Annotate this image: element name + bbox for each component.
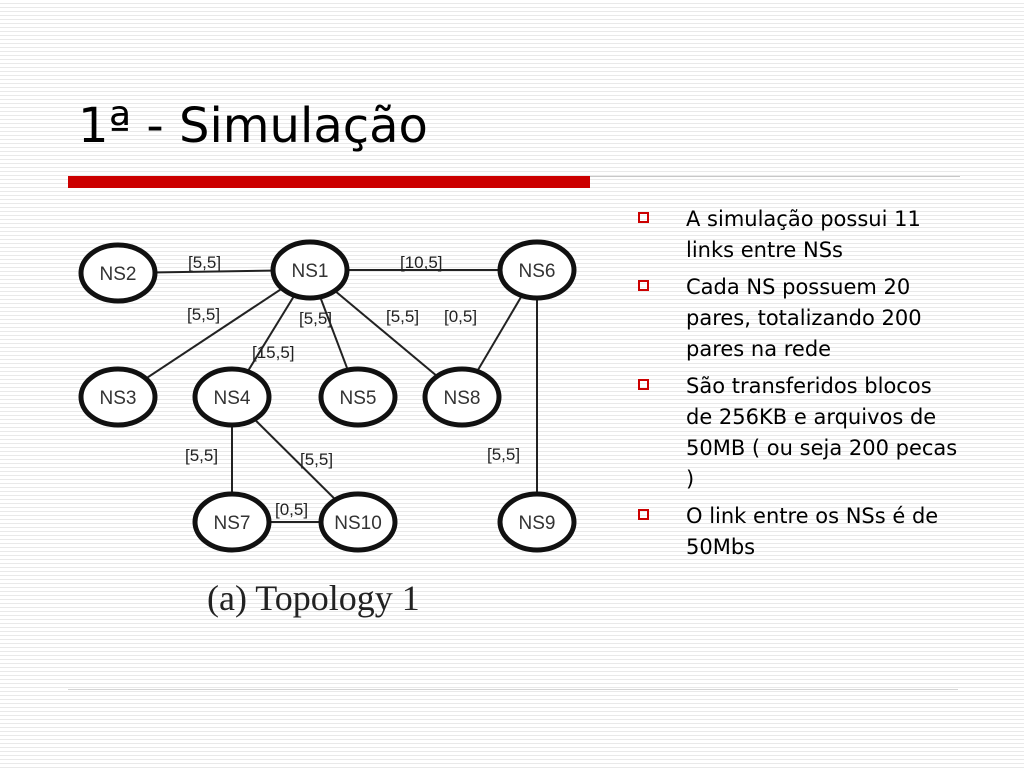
bullet-item: A simulação possui 11 links entre NSs — [632, 204, 962, 266]
diagram-caption: (a) Topology 1 — [207, 578, 420, 618]
link-ns1-ns3 — [117, 269, 311, 398]
title-underline-red — [68, 176, 590, 188]
node-label: NS2 — [100, 264, 137, 285]
bullet-item: São transferidos blocos de 256KB e arqui… — [632, 371, 962, 495]
node-ellipse — [497, 491, 577, 553]
node-ns3: NS3 — [78, 366, 158, 428]
node-ns9: NS9 — [497, 491, 577, 553]
link-label: [15,5] — [252, 343, 295, 362]
node-ellipse — [318, 491, 398, 553]
link-labels-layer: [5,5][10,5][5,5][15,5][5,5][5,5][0,5][5,… — [185, 253, 520, 519]
node-label: NS10 — [334, 513, 382, 534]
node-ns5: NS5 — [318, 366, 398, 428]
node-ns6: NS6 — [497, 239, 577, 301]
node-ellipse — [78, 366, 158, 428]
bullet-list: A simulação possui 11 links entre NSs Ca… — [632, 204, 962, 569]
node-ellipse — [270, 239, 350, 301]
node-ns8: NS8 — [422, 366, 502, 428]
node-label: NS9 — [519, 513, 556, 534]
footer-rule — [68, 689, 958, 690]
link-label: [5,5] — [300, 450, 333, 469]
title-underline-gray — [590, 176, 960, 177]
link-label: [10,5] — [400, 253, 443, 272]
link-label: [5,5] — [188, 253, 221, 272]
node-ellipse — [497, 239, 577, 301]
link-label: [5,5] — [187, 305, 220, 324]
link-label: [5,5] — [185, 446, 218, 465]
node-label: NS7 — [214, 513, 251, 534]
node-ns1: NS1 — [270, 239, 350, 301]
node-ellipse — [422, 366, 502, 428]
node-ellipse — [192, 491, 272, 553]
link-label: [5,5] — [299, 309, 332, 328]
node-ellipse — [318, 366, 398, 428]
square-bullet-icon — [638, 212, 649, 223]
node-label: NS1 — [292, 261, 329, 282]
link-label: [0,5] — [444, 307, 477, 326]
node-ns2: NS2 — [78, 242, 158, 304]
node-ns7: NS7 — [192, 491, 272, 553]
bullet-text: O link entre os NSs é de 50Mbs — [686, 504, 939, 559]
bullet-text: A simulação possui 11 links entre NSs — [686, 207, 921, 262]
node-label: NS8 — [444, 388, 481, 409]
node-ellipse — [78, 242, 158, 304]
square-bullet-icon — [638, 280, 649, 291]
bullet-text: Cada NS possuem 20 pares, totalizando 20… — [686, 275, 922, 361]
bullet-text: São transferidos blocos de 256KB e arqui… — [686, 374, 958, 491]
link-label: [0,5] — [275, 500, 308, 519]
node-ellipse — [192, 366, 272, 428]
bullet-item: Cada NS possuem 20 pares, totalizando 20… — [632, 272, 962, 365]
square-bullet-icon — [638, 509, 649, 520]
node-label: NS5 — [340, 388, 377, 409]
link-label: [5,5] — [487, 445, 520, 464]
node-ns4: NS4 — [192, 366, 272, 428]
slide-title: 1ª - Simulação — [78, 98, 428, 154]
bullet-item: O link entre os NSs é de 50Mbs — [632, 501, 962, 563]
node-ns10: NS10 — [318, 491, 398, 553]
node-label: NS6 — [519, 261, 556, 282]
link-label: [5,5] — [386, 307, 419, 326]
node-label: NS3 — [100, 388, 137, 409]
square-bullet-icon — [638, 379, 649, 390]
node-label: NS4 — [214, 388, 251, 409]
